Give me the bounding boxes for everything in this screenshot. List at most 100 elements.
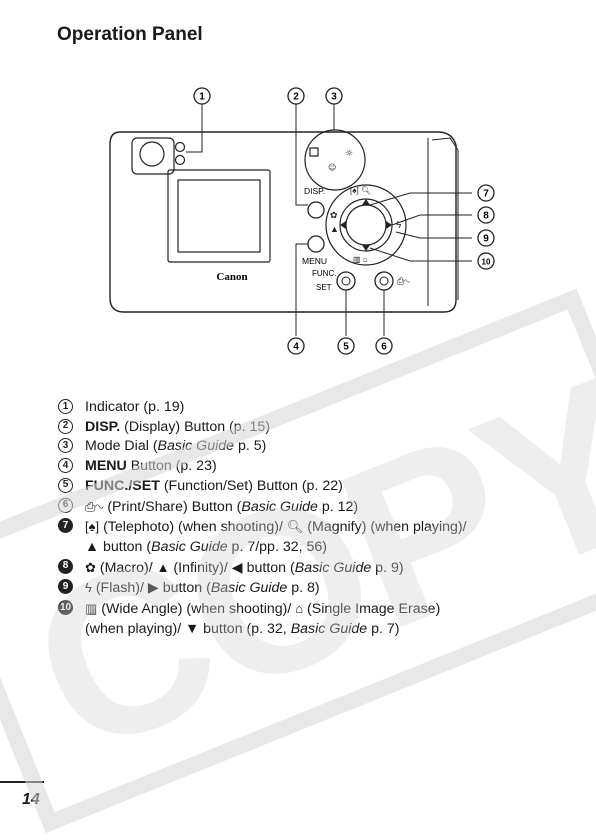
print-share-icon: ⎙∿ — [397, 276, 410, 286]
callout-8: 8 — [477, 206, 495, 224]
lcd-monitor — [167, 169, 271, 263]
legend-text: (Telephoto) (when shooting)/ — [99, 519, 287, 536]
legend-number: 2 — [58, 418, 73, 434]
legend-text: Basic Guide — [290, 620, 368, 637]
legend-text: (Infinity)/ ◀ button ( — [169, 559, 295, 576]
legend-number: 1 — [58, 399, 73, 414]
legend-text: Basic Guide — [241, 498, 318, 515]
legend-number: 10 — [58, 600, 73, 616]
svg-text:6: 6 — [381, 342, 387, 353]
func-set-button[interactable] — [336, 271, 356, 291]
svg-text:5: 5 — [343, 342, 349, 353]
set-label: SET — [316, 283, 332, 292]
viewfinder — [131, 137, 175, 175]
legend-text: (when playing)/ ▼ button (p. 32, — [85, 620, 291, 637]
legend-text: (Flash)/ ▶ button ( — [91, 580, 211, 597]
legend-text: (Function/Set) Button (p. 22) — [159, 477, 343, 494]
legend-number: 4 — [58, 458, 73, 474]
legend-number: 5 — [58, 477, 73, 493]
callout-2: 2 — [287, 87, 305, 105]
legend-number: 8 — [58, 558, 73, 574]
legend-text: (Single Image Erase) — [303, 601, 441, 618]
legend-icon: [♠] — [85, 519, 100, 535]
legend-text: Button (p. 23) — [126, 458, 217, 475]
callout-4: 4 — [287, 337, 305, 355]
legend-icon: ✿ — [85, 559, 96, 575]
legend-item: 7 [♠] (Telephoto) (when shooting)/ 🔍︎ (Ma… — [58, 517, 578, 538]
callout-6: 6 — [375, 337, 393, 355]
callout-3: 3 — [325, 87, 343, 105]
legend-text: DISP. — [85, 418, 121, 435]
svg-text:3: 3 — [331, 92, 337, 103]
legend-text: FUNC./SET — [85, 477, 160, 494]
legend-text: ▲ button ( — [85, 538, 152, 555]
wide-angle-icon: ▥ ⌂ — [353, 255, 368, 264]
mode-dial: ☼ ☺ — [304, 129, 366, 191]
legend-number: 9 — [58, 579, 73, 595]
legend-text: (Wide Angle) (when shooting)/ — [97, 601, 296, 618]
svg-text:8: 8 — [483, 211, 489, 222]
legend-number: 7 — [58, 518, 73, 534]
print-share-button[interactable] — [374, 271, 394, 291]
legend-item: ▲ button (Basic Guide p. 7/pp. 32, 56) — [58, 538, 578, 558]
legend-item: 6 ⎙∿ (Print/Share) Button (Basic Guide p.… — [58, 497, 578, 518]
legend-text: p. 12) — [317, 498, 359, 515]
indicator-lamps — [174, 141, 186, 166]
telephoto-icon: [♠] 🔍︎ — [350, 186, 371, 195]
legend-text: Basic Guide — [151, 538, 228, 555]
legend-text: (Print/Share) Button ( — [103, 498, 242, 515]
legend-item: 5 FUNC./SET (Function/Set) Button (p. 22) — [58, 477, 578, 497]
callout-leaders — [186, 104, 472, 336]
controller-arrows — [340, 199, 392, 251]
page-rule — [0, 781, 44, 783]
legend-item: (when playing)/ ▼ button (p. 32, Basic G… — [58, 620, 578, 640]
legend-number: 6 — [58, 497, 73, 513]
legend-icon: ϟ — [85, 580, 92, 596]
legend-text: p. 9) — [371, 559, 404, 576]
legend-icon: 🔍︎ — [286, 519, 304, 535]
legend-item: 10 ▥ (Wide Angle) (when shooting)/ ⌂ (Sin… — [58, 599, 578, 620]
macro-icon: ✿ — [330, 210, 338, 220]
legend-text: (Magnify) (when playing)/ — [303, 519, 467, 536]
disp-button[interactable] — [307, 201, 325, 219]
svg-text:7: 7 — [483, 189, 489, 200]
svg-text:1: 1 — [199, 92, 205, 103]
page-title: Operation Panel — [57, 24, 203, 45]
disp-label: DISP. — [304, 186, 325, 196]
legend-text: Basic Guide — [210, 580, 288, 597]
legend-text: Basic Guide — [294, 559, 372, 576]
legend-list: 1 Indicator (p. 19) 2 DISP. (Display) Butto… — [58, 398, 578, 639]
legend-item: 4 MENU Button (p. 23) — [58, 457, 578, 477]
svg-text:☼: ☼ — [345, 149, 353, 159]
legend-text: Indicator (p. 19) — [85, 399, 185, 415]
legend-icon: ⌂ — [295, 601, 304, 617]
legend-text: p. 7/pp. 32, 56) — [227, 538, 327, 555]
legend-text: p. 8) — [287, 580, 320, 597]
svg-text:10: 10 — [482, 258, 491, 267]
menu-button[interactable] — [307, 235, 325, 253]
legend-item: 8✿ (Macro)/ ▲ (Infinity)/ ◀ button (Basi… — [58, 558, 578, 579]
camera-back-diagram: Canon ☼ ☺ DISP. MENU ✿ ▲ ϟ [♠] 🔍︎ ▥ ⌂ FU… — [109, 87, 495, 355]
callout-9: 9 — [477, 229, 495, 247]
legend-text: MENU — [85, 458, 127, 475]
legend-icon: ⎙∿ — [85, 498, 104, 514]
callout-10: 10 — [477, 252, 495, 270]
legend-item: 2 DISP. (Display) Button (p. 15) — [58, 418, 578, 438]
legend-text: Basic Guide — [157, 438, 235, 455]
legend-icon: ▲ — [156, 559, 170, 575]
callout-1: 1 — [193, 87, 211, 105]
func-label: FUNC. — [312, 269, 336, 278]
legend-icon: ▥ — [85, 601, 98, 617]
flash-icon: ϟ — [396, 220, 402, 231]
svg-text:9: 9 — [483, 234, 489, 245]
legend-text: (Display) Button (p. 15) — [120, 418, 271, 435]
infinity-icon: ▲ — [330, 224, 339, 234]
brand-logo: Canon — [216, 271, 247, 283]
page-number: 14 — [22, 791, 40, 808]
legend-item: 1 Indicator (p. 19) — [58, 398, 578, 418]
svg-text:☺: ☺ — [328, 163, 336, 172]
legend-text: p. 5) — [234, 438, 267, 455]
callout-5: 5 — [337, 337, 355, 355]
